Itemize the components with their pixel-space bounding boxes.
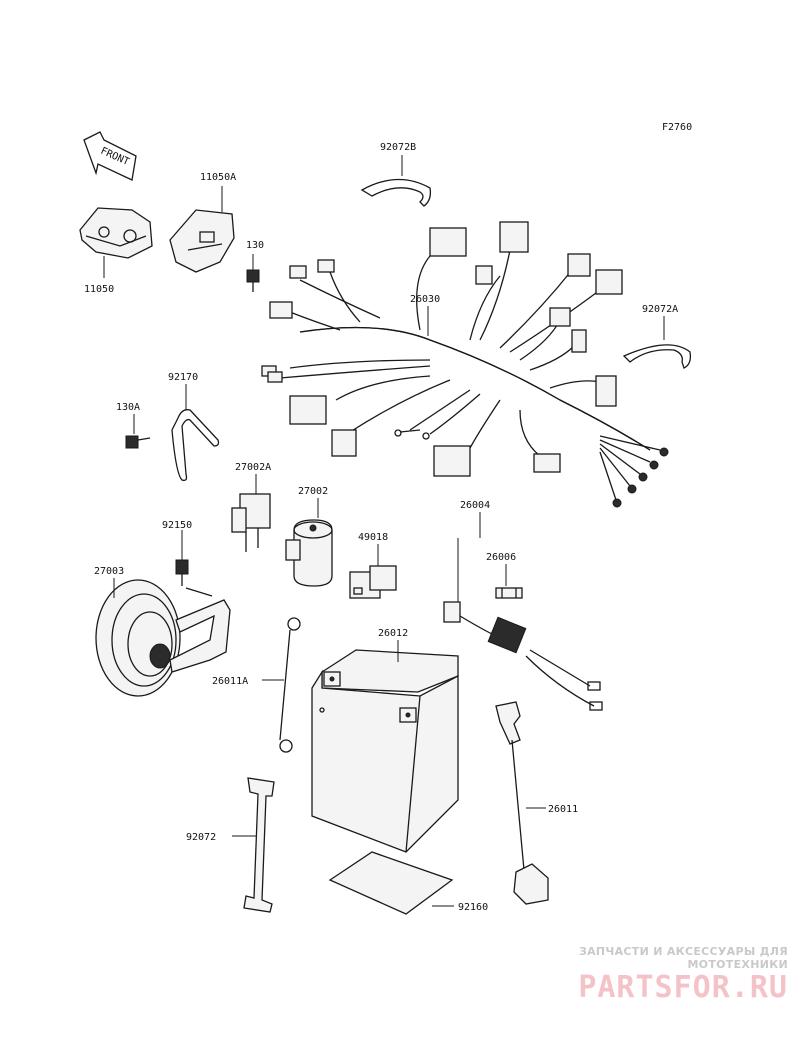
label-26030: 26030 (410, 294, 440, 305)
part-26011-cable (495, 701, 549, 905)
part-27003-horn (95, 579, 231, 697)
label-92072B: 92072B (380, 142, 416, 153)
part-92160-pad (328, 851, 454, 915)
part-92150-bolt (175, 559, 189, 586)
part-130A-bolt (125, 435, 151, 449)
part-92072A-band (622, 344, 692, 369)
part-26011A-cable (279, 617, 301, 753)
part-27002-relay (285, 519, 333, 587)
part-92072B-band (360, 178, 432, 207)
watermark-tagline: ЗАПЧАСТИ И АКСЕССУАРЫ ДЛЯ МОТОТЕХНИКИ (578, 945, 788, 971)
part-26006-fuse (495, 587, 523, 599)
label-92150: 92150 (162, 520, 192, 531)
label-92160: 92160 (458, 902, 488, 913)
label-92072: 92072 (186, 832, 216, 843)
part-11050-bracket (79, 207, 153, 259)
label-130: 130 (246, 240, 264, 251)
part-92170-clip (171, 409, 220, 482)
label-27002A: 27002A (235, 462, 271, 473)
label-27003: 27003 (94, 566, 124, 577)
label-11050: 11050 (84, 284, 114, 295)
label-26006: 26006 (486, 552, 516, 563)
label-26011A: 26011A (212, 676, 248, 687)
front-arrow-label: FRONT (99, 146, 131, 168)
part-11050A-bracket (169, 209, 235, 273)
label-11050A: 11050A (200, 172, 236, 183)
label-49018: 49018 (358, 532, 388, 543)
watermark-logo: PARTSFOR.RU (578, 970, 788, 1005)
label-92072A: 92072A (642, 304, 678, 315)
label-130A: 130A (116, 402, 140, 413)
figure-code: F2760 (662, 122, 692, 133)
label-27002: 27002 (298, 486, 328, 497)
label-26012: 26012 (378, 628, 408, 639)
part-26004-fuse-holder (443, 601, 603, 711)
part-26030-main-harness (261, 221, 669, 508)
label-92170: 92170 (168, 372, 198, 383)
part-49018-connector (349, 565, 397, 599)
part-92072-strap (243, 777, 275, 913)
part-130-bolt (246, 269, 260, 292)
label-26004: 26004 (460, 500, 490, 511)
front-arrow-icon: FRONT (83, 131, 137, 181)
label-26011: 26011 (548, 804, 578, 815)
watermark: ЗАПЧАСТИ И АКСЕССУАРЫ ДЛЯ МОТОТЕХНИКИ PA… (488, 945, 788, 1005)
part-26012-battery (311, 649, 459, 853)
part-27002A-relay (231, 493, 271, 552)
